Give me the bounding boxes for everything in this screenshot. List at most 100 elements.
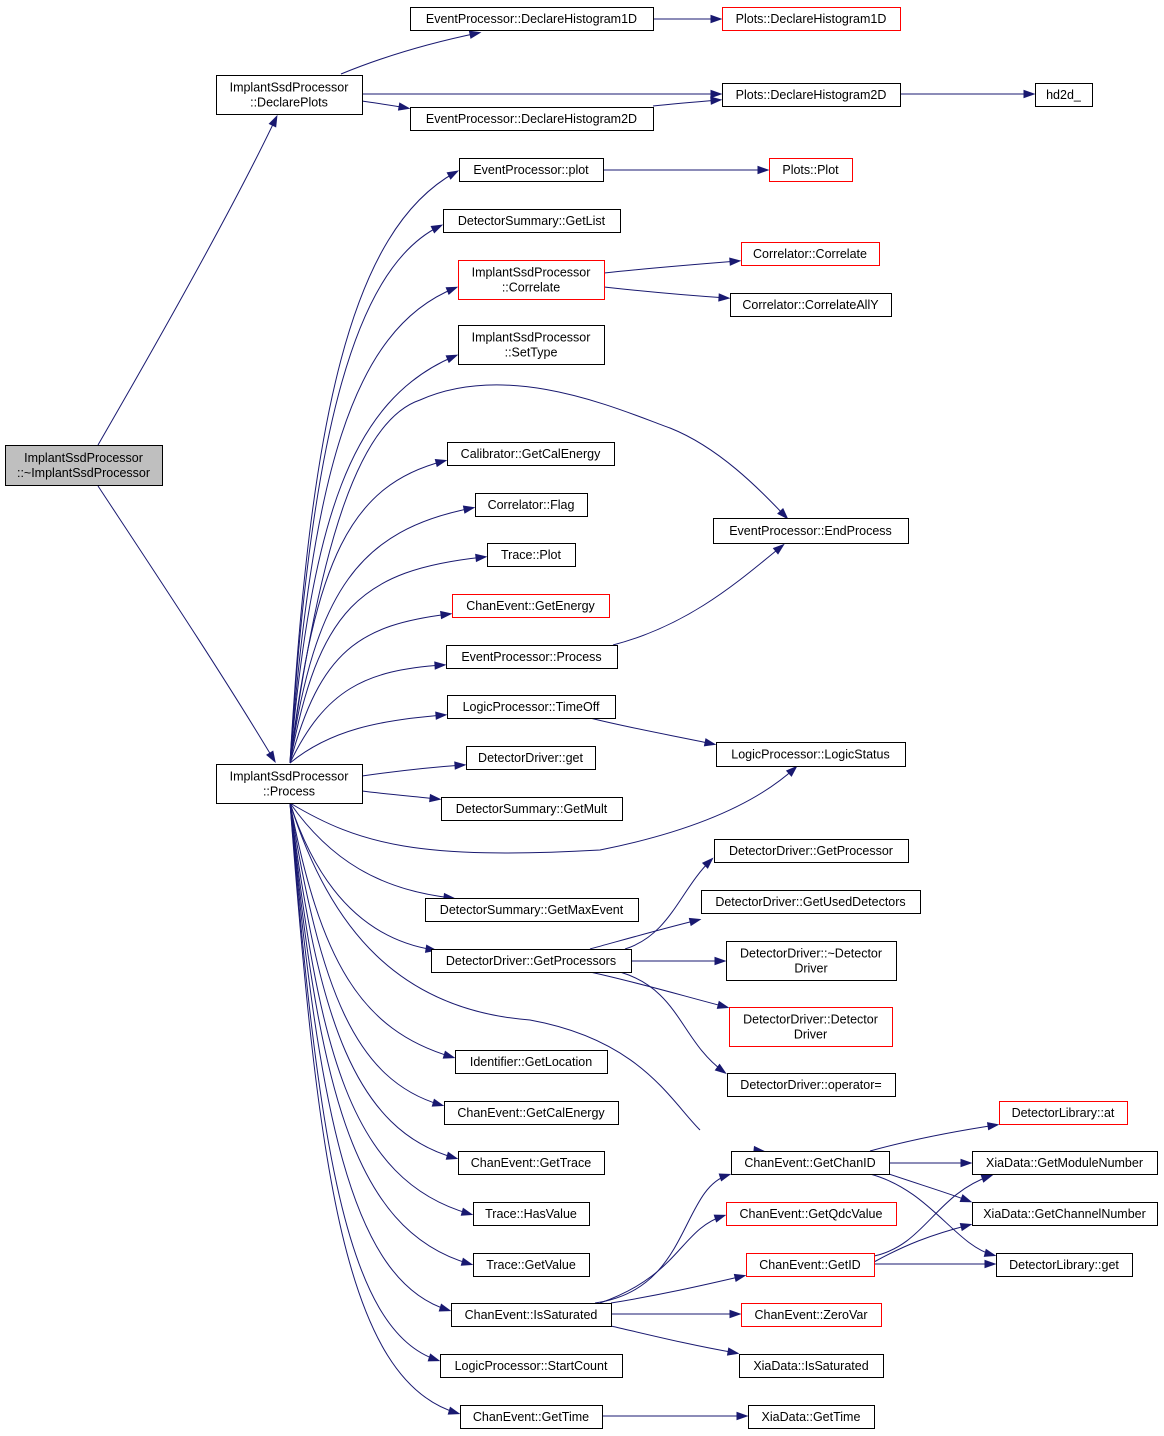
edges-layer bbox=[97, 14, 1036, 1421]
node-box bbox=[727, 1073, 896, 1097]
arrowhead-icon bbox=[427, 1353, 441, 1362]
node-ep_endprocess[interactable]: EventProcessor::EndProcess bbox=[713, 518, 909, 544]
node-label: ::SetType bbox=[505, 346, 558, 360]
node-trace_plot[interactable]: Trace::Plot bbox=[487, 543, 576, 567]
node-ep_process[interactable]: EventProcessor::Process bbox=[446, 645, 618, 669]
node-plots_dh1d[interactable]: Plots::DeclareHistogram1D bbox=[722, 7, 901, 31]
arrowhead-icon bbox=[714, 956, 727, 966]
node-ds_getmult[interactable]: DetectorSummary::GetMult bbox=[441, 797, 623, 821]
node-box bbox=[487, 543, 576, 567]
node-xia_gettime[interactable]: XiaData::GetTime bbox=[748, 1405, 875, 1429]
node-label: DetectorDriver::operator= bbox=[740, 1078, 881, 1092]
node-trace_hasvalue[interactable]: Trace::HasValue bbox=[473, 1202, 590, 1226]
node-plots_dh2d[interactable]: Plots::DeclareHistogram2D bbox=[722, 83, 901, 107]
node-process[interactable]: ImplantSsdProcessor::Process bbox=[216, 764, 363, 804]
node-corr_correlate[interactable]: Correlator::Correlate bbox=[741, 242, 880, 266]
node-trace_getvalue[interactable]: Trace::GetValue bbox=[473, 1253, 590, 1277]
edge-dd_getprocessors-to-dd_opassign bbox=[619, 971, 727, 1075]
node-label: Correlator::Flag bbox=[488, 498, 575, 512]
arrowhead-icon bbox=[710, 14, 723, 24]
arrowhead-icon bbox=[959, 1194, 973, 1203]
edge-isp_correlate-to-corr_correlate bbox=[603, 257, 742, 274]
node-ce_getcalenergy[interactable]: ChanEvent::GetCalEnergy bbox=[444, 1101, 619, 1125]
node-box bbox=[996, 1253, 1133, 1277]
node-cal_getcalenergy[interactable]: Calibrator::GetCalEnergy bbox=[447, 442, 615, 466]
node-ce_getid[interactable]: ChanEvent::GetID bbox=[746, 1253, 875, 1277]
node-label: ChanEvent::GetTime bbox=[473, 1410, 589, 1424]
edge-root-to-process bbox=[97, 485, 276, 764]
edge-process-to-ce_getenergy bbox=[289, 610, 453, 764]
node-box bbox=[458, 260, 605, 300]
node-label: Identifier::GetLocation bbox=[470, 1055, 592, 1069]
node-label: Driver bbox=[794, 1028, 827, 1042]
node-ce_zerovar[interactable]: ChanEvent::ZeroVar bbox=[741, 1303, 882, 1327]
arrowhead-icon bbox=[475, 553, 488, 563]
node-ce_getchanid[interactable]: ChanEvent::GetChanID bbox=[731, 1151, 890, 1175]
edge-ce_issaturated-to-ce_getqdcvalue bbox=[599, 1214, 727, 1304]
node-box bbox=[475, 493, 588, 517]
arrowhead-icon bbox=[454, 761, 467, 770]
edge-process-to-ce_issaturated bbox=[289, 802, 452, 1312]
node-ce_issaturated[interactable]: ChanEvent::IsSaturated bbox=[451, 1303, 612, 1327]
node-dd_getprocessors[interactable]: DetectorDriver::GetProcessors bbox=[431, 949, 632, 973]
node-box bbox=[741, 1303, 882, 1327]
node-isp_correlate[interactable]: ImplantSsdProcessor::Correlate bbox=[458, 260, 605, 300]
arrowhead-icon bbox=[431, 1098, 445, 1107]
node-ce_getenergy[interactable]: ChanEvent::GetEnergy bbox=[452, 594, 610, 618]
node-plots_plot[interactable]: Plots::Plot bbox=[769, 158, 853, 182]
arrowhead-icon bbox=[726, 1347, 740, 1356]
arrowhead-icon bbox=[984, 1259, 997, 1269]
edge-process-to-ep_plot bbox=[289, 170, 460, 764]
node-label: DetectorDriver::GetUsedDetectors bbox=[715, 895, 905, 909]
node-ce_getqdcvalue[interactable]: ChanEvent::GetQdcValue bbox=[726, 1202, 897, 1226]
edge-ce_gettime-to-xia_gettime bbox=[601, 1411, 749, 1421]
node-isp_settype[interactable]: ImplantSsdProcessor::SetType bbox=[458, 325, 605, 365]
node-dd_opassign[interactable]: DetectorDriver::operator= bbox=[727, 1073, 896, 1097]
node-corr_correlateally[interactable]: Correlator::CorrelateAllY bbox=[730, 293, 892, 317]
node-dd_dtor[interactable]: DetectorDriver::~DetectorDriver bbox=[726, 941, 897, 981]
node-label: EventProcessor::DeclareHistogram1D bbox=[426, 12, 637, 26]
arrowhead-icon bbox=[986, 1122, 1000, 1131]
node-ds_getlist[interactable]: DetectorSummary::GetList bbox=[443, 209, 621, 233]
node-xia_issaturated[interactable]: XiaData::IsSaturated bbox=[739, 1354, 884, 1378]
node-lp_timeoff[interactable]: LogicProcessor::TimeOff bbox=[447, 695, 616, 719]
edge-ce_issaturated-to-ce_getchanid bbox=[594, 1173, 732, 1304]
node-dd_get[interactable]: DetectorDriver::get bbox=[466, 746, 596, 770]
node-declarePlots[interactable]: ImplantSsdProcessor::DeclarePlots bbox=[216, 75, 363, 115]
node-box bbox=[216, 75, 363, 115]
node-ep_dh2d[interactable]: EventProcessor::DeclareHistogram2D bbox=[410, 107, 654, 131]
node-ep_plot[interactable]: EventProcessor::plot bbox=[459, 158, 604, 182]
edge-lp_timeoff-to-lp_logicstatus bbox=[589, 717, 717, 747]
node-dd_getprocessor[interactable]: DetectorDriver::GetProcessor bbox=[714, 839, 909, 863]
edge-root-to-declarePlots bbox=[97, 114, 278, 446]
node-ce_gettrace[interactable]: ChanEvent::GetTrace bbox=[458, 1151, 605, 1175]
edge-ce_issaturated-to-ce_getid bbox=[610, 1273, 747, 1304]
node-ep_dh1d[interactable]: EventProcessor::DeclareHistogram1D bbox=[410, 7, 654, 31]
node-box bbox=[739, 1354, 884, 1378]
edge-process-to-cal_getcalenergy bbox=[289, 459, 448, 764]
node-ce_gettime[interactable]: ChanEvent::GetTime bbox=[460, 1405, 603, 1429]
node-ds_getmaxevent[interactable]: DetectorSummary::GetMaxEvent bbox=[425, 898, 639, 922]
edge-declarePlots-to-ep_dh2d bbox=[361, 100, 411, 111]
node-lp_startcount[interactable]: LogicProcessor::StartCount bbox=[440, 1354, 623, 1378]
node-label: ::Process bbox=[263, 785, 315, 799]
node-root: ImplantSsdProcessor::~ImplantSsdProcesso… bbox=[5, 445, 163, 486]
node-id_getlocation[interactable]: Identifier::GetLocation bbox=[455, 1050, 608, 1074]
node-dd_getuseddetectors[interactable]: DetectorDriver::GetUsedDetectors bbox=[701, 890, 921, 914]
node-dl_at[interactable]: DetectorLibrary::at bbox=[999, 1101, 1128, 1125]
edge-process-to-ep_process bbox=[289, 661, 447, 764]
node-box bbox=[458, 1151, 605, 1175]
node-dd_ctor[interactable]: DetectorDriver::DetectorDriver bbox=[729, 1007, 893, 1047]
arrowhead-icon bbox=[960, 1158, 973, 1168]
node-xia_getchannelnumber[interactable]: XiaData::GetChannelNumber bbox=[972, 1202, 1158, 1226]
node-hd2d[interactable]: hd2d_ bbox=[1035, 83, 1093, 107]
node-dl_get[interactable]: DetectorLibrary::get bbox=[996, 1253, 1133, 1277]
node-lp_logicstatus[interactable]: LogicProcessor::LogicStatus bbox=[716, 742, 906, 767]
node-xia_getmodulenumber[interactable]: XiaData::GetModuleNumber bbox=[972, 1151, 1158, 1175]
edge-plots_dh2d-to-hd2d bbox=[900, 89, 1036, 99]
node-label: EventProcessor::plot bbox=[473, 163, 589, 177]
node-box bbox=[451, 1303, 612, 1327]
arrowhead-icon bbox=[434, 661, 447, 670]
node-box bbox=[5, 445, 163, 486]
node-corr_flag[interactable]: Correlator::Flag bbox=[475, 493, 588, 517]
